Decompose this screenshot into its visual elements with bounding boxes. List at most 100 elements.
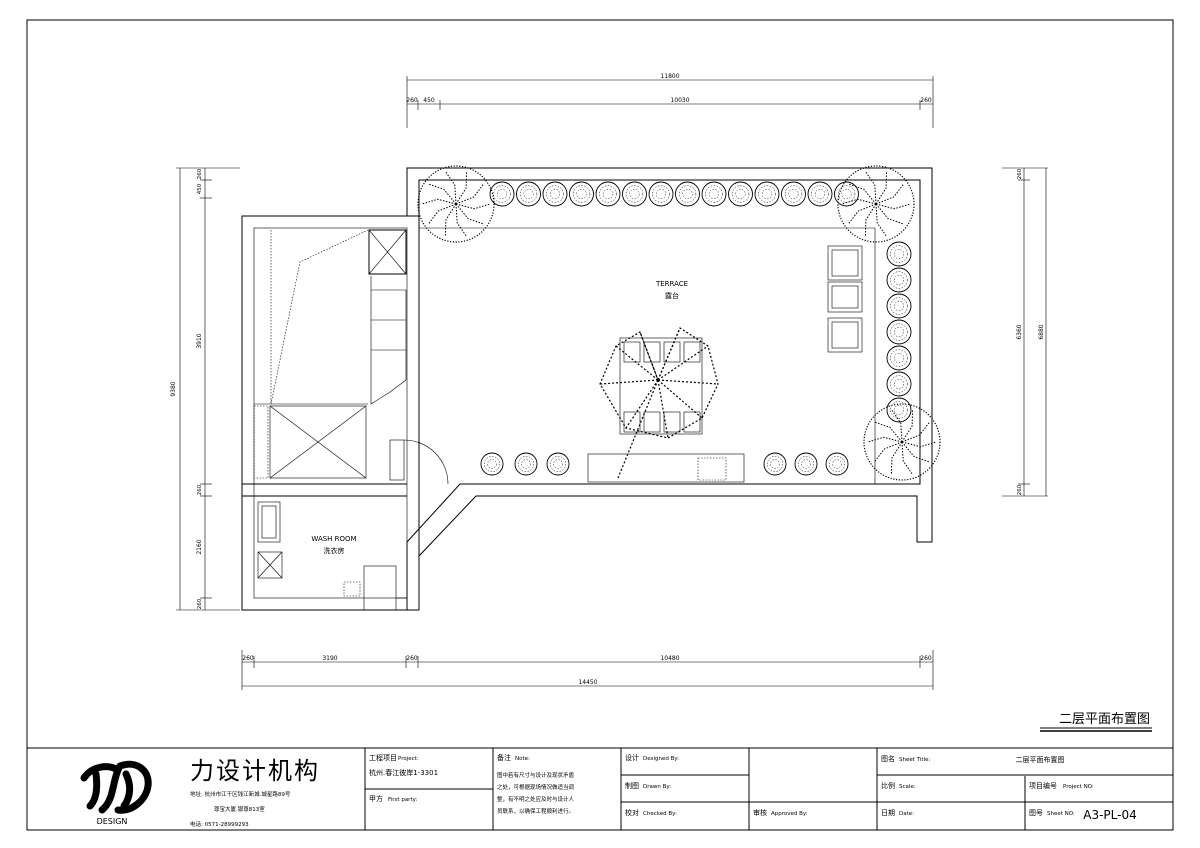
shrub-icon [489,181,515,207]
shrub-icon [595,181,621,207]
shrub-icon [648,181,674,207]
dim-right-1: 260 [1017,168,1023,179]
dim-left-3: 3910 [196,333,203,348]
company-address-2: 尊宝大厦.银尊813室 [214,805,265,813]
dim-right-2: 6360 [1016,324,1023,339]
note-line-4: 员联系，以确保工程顺利进行。 [497,807,574,815]
company-phone: 电话: 0571-28999293 [190,820,249,828]
shrub-icon [516,181,541,207]
shrub-icon [781,181,806,207]
shrub-icon [728,181,753,207]
shrub-icon [514,452,538,476]
dim-bottom-1: 260 [242,655,254,662]
shrub-icon [886,397,912,423]
approved-label: 审核 [753,808,767,817]
note-line-3: 整，有不明之处应及时与设计人 [497,795,575,803]
shrub-icon [542,181,568,207]
shrub-icon [886,371,912,397]
dim-top-1: 260 [406,97,418,104]
drawn-label: 制图 [625,781,639,790]
dim-bottom-total: 14450 [578,679,597,686]
title-block [26,747,1174,831]
checked-label-en: Checked By: [643,811,677,817]
designed-label-en: Designed By: [643,756,679,762]
tree-icon [837,165,915,243]
left-block-wall [241,215,420,611]
dim-left-total: 9380 [170,381,177,396]
shrub-icon [825,452,849,476]
company-address-1: 地址: 杭州市江干区钱江新城.城星路89号 [190,790,291,798]
sheet-title-label: 图名 [881,754,895,763]
dim-bottom-5: 260 [920,655,932,662]
tree-group [417,165,941,481]
door [389,439,405,481]
dim-top-total: 11800 [660,73,679,80]
sheet-no-label-en: Sheet NO: [1047,811,1075,817]
project-no-label: 项目编号 [1029,781,1057,790]
dim-left-1: 260 [197,168,203,179]
dim-top-2: 450 [423,97,435,104]
shrub-icon [886,345,912,371]
terrace-label-cn: 露台 [665,291,679,300]
company-logo: DESIGN [80,760,152,826]
drawing-title: 二层平面布置图 [1059,712,1150,727]
shrub-icon [886,319,912,345]
washing-machine [257,551,283,579]
shrub-icon [886,241,912,267]
dim-left-2: 450 [197,183,203,194]
sheet-no-value: A3-PL-04 [1083,808,1136,822]
sheet-title-label-en: Sheet Title: [899,757,930,763]
shrub-icon [794,452,818,476]
company-name: 力设计机构 [190,757,320,785]
designed-label: 设计 [625,753,639,762]
shrub-icon [754,181,780,207]
party-label: 甲方 [369,794,383,803]
terrace-label-en: TERRACE [655,280,688,288]
dimensions-left: 9380 260 450 3910 260 2160 260 [170,167,240,611]
shrub-icon [807,181,833,207]
shrub-icon [480,452,504,476]
note-label: 备注 [497,753,511,762]
dim-top-3: 10030 [670,97,689,104]
washroom-label-en: WASH ROOM [311,535,356,543]
patio-umbrella [599,327,719,479]
shrub-icon [763,452,787,476]
dining-set [619,337,703,435]
project-label: 工程项目 [369,753,397,762]
dimensions-bottom: 260 3190 260 10480 260 14450 [241,650,934,690]
sheet-title-value: 二层平面布置图 [1016,755,1065,764]
date-label: 日期 [881,809,895,817]
shrub-icon [886,267,912,293]
sheet-no-label: 图号 [1029,809,1043,817]
note-label-en: Note: [515,756,530,762]
note-line-2: 之处，可根据现场情况做适当调 [497,783,575,791]
lounge-chairs [827,245,863,353]
project-label-en: Project: [398,756,419,762]
scale-label-en: Scale: [899,784,916,790]
dim-left-4: 260 [197,484,203,495]
stair-void [368,229,407,275]
shrub-icon [622,181,647,207]
shrub-icon [546,452,570,476]
shrub-icon [886,293,912,319]
dim-bottom-3: 260 [406,655,418,662]
storage-room [269,405,367,479]
dim-bottom-4: 10480 [660,655,679,662]
shrub-icon [569,181,594,207]
checked-label: 校对 [625,808,639,817]
wash-sink [257,501,281,543]
logo-caption: DESIGN [97,817,128,826]
scale-label: 比例 [881,781,895,790]
tree-icon [417,165,495,243]
shrub-icon [675,181,700,207]
party-label-en: First party: [388,797,417,803]
shrub-icon [701,181,727,207]
drawn-label-en: Drawn By: [643,784,671,790]
approved-label-en: Approved By: [771,811,808,817]
sheet-border [26,19,1174,831]
washroom-label-cn: 洗衣房 [324,546,345,555]
date-label-en: Date: [899,811,914,817]
dim-left-6: 260 [197,598,203,609]
project-no-label-en: Project NO: [1063,784,1094,790]
